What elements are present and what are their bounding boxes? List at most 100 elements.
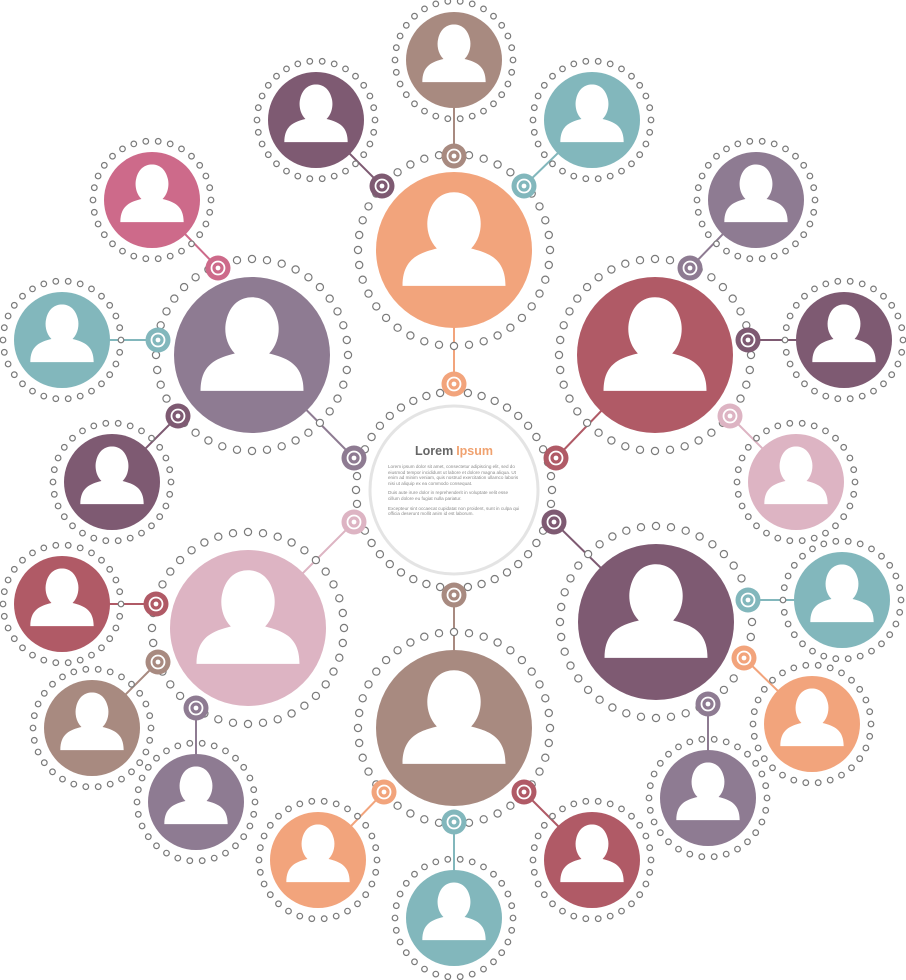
ring-dot xyxy=(64,659,72,667)
connector-ring xyxy=(446,148,462,164)
ring-dot xyxy=(406,331,415,340)
ring-dot xyxy=(76,544,84,552)
ring-dot xyxy=(358,275,367,284)
ring-dot xyxy=(94,220,102,228)
ring-dot xyxy=(811,196,819,204)
connector-center xyxy=(705,701,711,707)
ring-dot xyxy=(534,832,542,840)
ring-dot xyxy=(88,651,95,659)
ring-dot xyxy=(329,667,338,676)
ring-dot xyxy=(116,612,124,620)
connector-ring xyxy=(516,178,532,194)
ring-dot xyxy=(339,321,348,330)
ring-dot xyxy=(402,91,410,99)
ring-dot xyxy=(112,312,120,320)
ring-dot xyxy=(444,973,452,980)
ring-dot xyxy=(0,348,8,356)
ring-dot xyxy=(490,574,499,584)
ring-dot xyxy=(88,285,95,293)
ring-dot xyxy=(594,797,602,805)
ring-dot xyxy=(686,738,694,746)
ring-dot xyxy=(355,260,364,270)
ring-dot xyxy=(372,844,380,852)
ring-dot xyxy=(809,647,816,655)
dotted-ring xyxy=(529,57,655,183)
ring-dot xyxy=(353,245,363,255)
ring-dot xyxy=(744,513,752,521)
ring-dot xyxy=(594,175,602,183)
ring-dot xyxy=(332,912,340,920)
ring-dot xyxy=(762,806,770,814)
ring-dot xyxy=(707,273,716,282)
ring-dot xyxy=(530,868,538,876)
ring-dot xyxy=(822,280,830,288)
connector-center xyxy=(193,705,199,711)
ring-dot xyxy=(355,708,364,718)
ring-dot xyxy=(204,436,213,445)
ring-dot xyxy=(409,574,418,584)
ring-dot xyxy=(366,140,374,148)
ring-dot xyxy=(250,786,258,794)
connector-ring xyxy=(188,700,204,716)
ring-dot xyxy=(897,596,905,604)
ring-dot xyxy=(285,907,292,915)
ring-dot xyxy=(40,544,48,552)
connector-ring xyxy=(148,596,164,612)
person-icon xyxy=(560,84,624,143)
ring-dot xyxy=(138,427,145,435)
ring-dot xyxy=(565,307,574,316)
ring-dot xyxy=(886,631,894,639)
ring-dot xyxy=(479,632,488,641)
ring-dot xyxy=(606,60,614,68)
ring-dot xyxy=(396,32,404,40)
ring-dot xyxy=(618,907,625,915)
ring-dot xyxy=(704,161,712,169)
ring-dot xyxy=(255,856,263,864)
connector-node xyxy=(511,173,537,199)
ring-dot xyxy=(338,608,347,618)
ring-dot xyxy=(790,776,798,784)
ring-dot xyxy=(318,175,326,183)
connector-node xyxy=(441,582,467,608)
ring-dot xyxy=(786,312,794,320)
ring-dot xyxy=(52,277,60,285)
center-paragraph-3: Excepteur sint occaecat cupidatat non pr… xyxy=(388,505,520,517)
ring-dot xyxy=(90,184,98,192)
ring-dot xyxy=(892,572,900,580)
connector-center xyxy=(451,819,457,825)
person-icon xyxy=(402,670,506,764)
ring-dot xyxy=(144,833,152,841)
ring-dot xyxy=(198,857,206,865)
ring-dot xyxy=(273,72,280,80)
dotted-ring xyxy=(391,855,517,980)
ring-dot xyxy=(750,732,758,740)
connector-ring xyxy=(150,332,166,348)
connector-ring xyxy=(682,260,698,276)
ring-dot xyxy=(130,252,138,260)
connector-node xyxy=(695,691,721,717)
node-bottom-left xyxy=(270,812,366,908)
ring-dot xyxy=(464,150,474,160)
ring-dot xyxy=(544,230,554,240)
ring-dot xyxy=(870,285,877,293)
ring-dot xyxy=(786,419,794,427)
ring-dot xyxy=(792,240,799,248)
dotted-ring xyxy=(255,797,381,923)
ring-dot xyxy=(100,161,108,169)
ring-dot xyxy=(844,537,852,545)
person-icon xyxy=(604,564,708,658)
ring-dot xyxy=(758,255,766,263)
ring-dot xyxy=(523,421,533,430)
ring-dot xyxy=(144,763,152,771)
ring-dot xyxy=(618,805,625,813)
ring-dot xyxy=(810,534,818,542)
ring-dot xyxy=(862,744,870,752)
ring-dot xyxy=(694,184,702,192)
connector-center xyxy=(351,519,357,525)
ring-dot xyxy=(29,285,36,293)
ring-dot xyxy=(888,301,896,309)
connector-node xyxy=(341,509,367,535)
ring-dot xyxy=(681,526,690,535)
ring-dot xyxy=(832,434,839,442)
ring-dot xyxy=(822,392,830,400)
